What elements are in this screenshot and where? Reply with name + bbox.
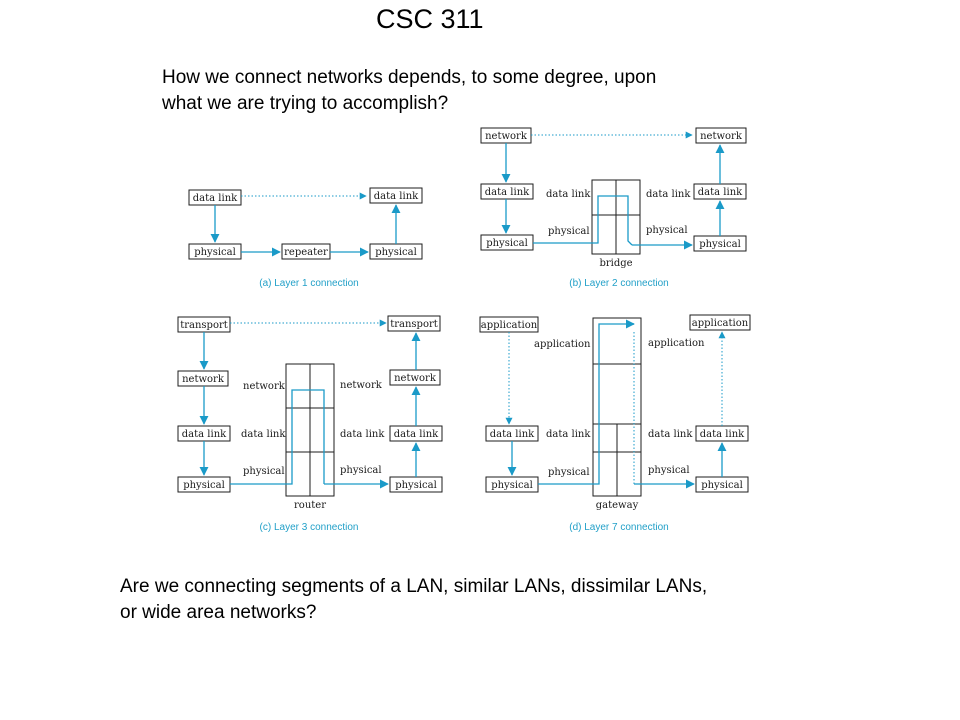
c-through-router-path <box>230 389 325 485</box>
d-left-application-label: application <box>481 320 538 331</box>
a-right-datalink-label: data link <box>374 191 419 202</box>
b-bridge-label: bridge <box>599 258 632 269</box>
a-left-datalink-label: data link <box>193 193 238 204</box>
d-gateway-label: gateway <box>596 500 639 511</box>
d-right-physical-label: physical <box>701 480 743 491</box>
b-left-datalink-box <box>480 183 534 200</box>
b-left-network-label: network <box>485 131 528 142</box>
d-gateway-right-physical-label: physical <box>648 465 690 476</box>
b-right-network-box <box>695 127 747 144</box>
panel-layer1: data link physical repeater data link ph… <box>188 187 423 289</box>
d-gateway-left-datalink-label: data link <box>546 429 591 440</box>
a-right-physical-label: physical <box>375 247 417 258</box>
d-right-application-label: application <box>692 318 749 329</box>
intro-line-1: How we connect networks depends, to some… <box>162 67 657 88</box>
caption-d: (d) Layer 7 connection <box>569 522 669 533</box>
b-left-physical-label: physical <box>486 238 528 249</box>
b-right-physical-label: physical <box>699 239 741 250</box>
c-right-transport-label: transport <box>390 319 438 330</box>
d-gateway-right-datalink-label: data link <box>648 429 693 440</box>
c-right-physical-label: physical <box>395 480 437 491</box>
d-left-datalink-label: data link <box>490 429 535 440</box>
c-right-transport-box <box>387 315 441 332</box>
c-left-network-box <box>177 370 229 387</box>
a-right-datalink-box <box>369 187 423 204</box>
panel-layer2: network data link physical network data … <box>480 127 747 289</box>
panel-layer7: application data link physical applicati… <box>479 314 751 533</box>
d-gateway-left-application-label: application <box>534 339 591 350</box>
b-bridge-left-datalink-label: data link <box>546 189 591 200</box>
d-gateway-right-application-label: application <box>648 338 705 349</box>
caption-c: (c) Layer 3 connection <box>260 522 359 533</box>
c-right-datalink-label: data link <box>394 429 439 440</box>
c-router-left-physical-label: physical <box>243 466 285 477</box>
d-right-application-box <box>689 314 751 331</box>
d-left-physical-label: physical <box>491 480 533 491</box>
c-router-left-network-label: network <box>243 381 286 392</box>
b-left-datalink-label: data link <box>485 187 530 198</box>
c-left-datalink-label: data link <box>182 429 227 440</box>
c-router-label: router <box>294 500 326 511</box>
d-through-gateway-up <box>538 323 634 485</box>
c-router-left-datalink-label: data link <box>241 429 286 440</box>
caption-b: (b) Layer 2 connection <box>569 278 669 289</box>
c-right-network-box <box>389 369 441 386</box>
b-bridge-right-datalink-label: data link <box>646 189 691 200</box>
b-right-datalink-label: data link <box>698 187 743 198</box>
c-router-right-physical-label: physical <box>340 465 382 476</box>
intro-line-2: what we are trying to accomplish? <box>162 93 449 114</box>
c-router-right-network-label: network <box>340 380 383 391</box>
slide-title: CSC 311 <box>376 4 484 34</box>
b-right-network-label: network <box>700 131 743 142</box>
c-left-network-label: network <box>182 374 225 385</box>
footer-line-2: or wide area networks? <box>120 602 317 623</box>
c-left-physical-label: physical <box>183 480 225 491</box>
c-left-transport-label: transport <box>180 320 228 331</box>
panel-layer3: transport network data link physical tra… <box>177 315 443 533</box>
caption-a: (a) Layer 1 connection <box>259 278 359 289</box>
footer-line-1: Are we connecting segments of a LAN, sim… <box>120 576 708 597</box>
c-router-right-datalink-label: data link <box>340 429 385 440</box>
b-bridge-right-physical-label: physical <box>646 225 688 236</box>
c-right-network-label: network <box>394 373 437 384</box>
b-through-bridge-path <box>533 195 633 246</box>
d-gateway-left-physical-label: physical <box>548 467 590 478</box>
d-right-datalink-label: data link <box>700 429 745 440</box>
a-left-physical-label: physical <box>194 247 236 258</box>
b-bridge-left-physical-label: physical <box>548 226 590 237</box>
a-repeater-label: repeater <box>284 247 328 258</box>
